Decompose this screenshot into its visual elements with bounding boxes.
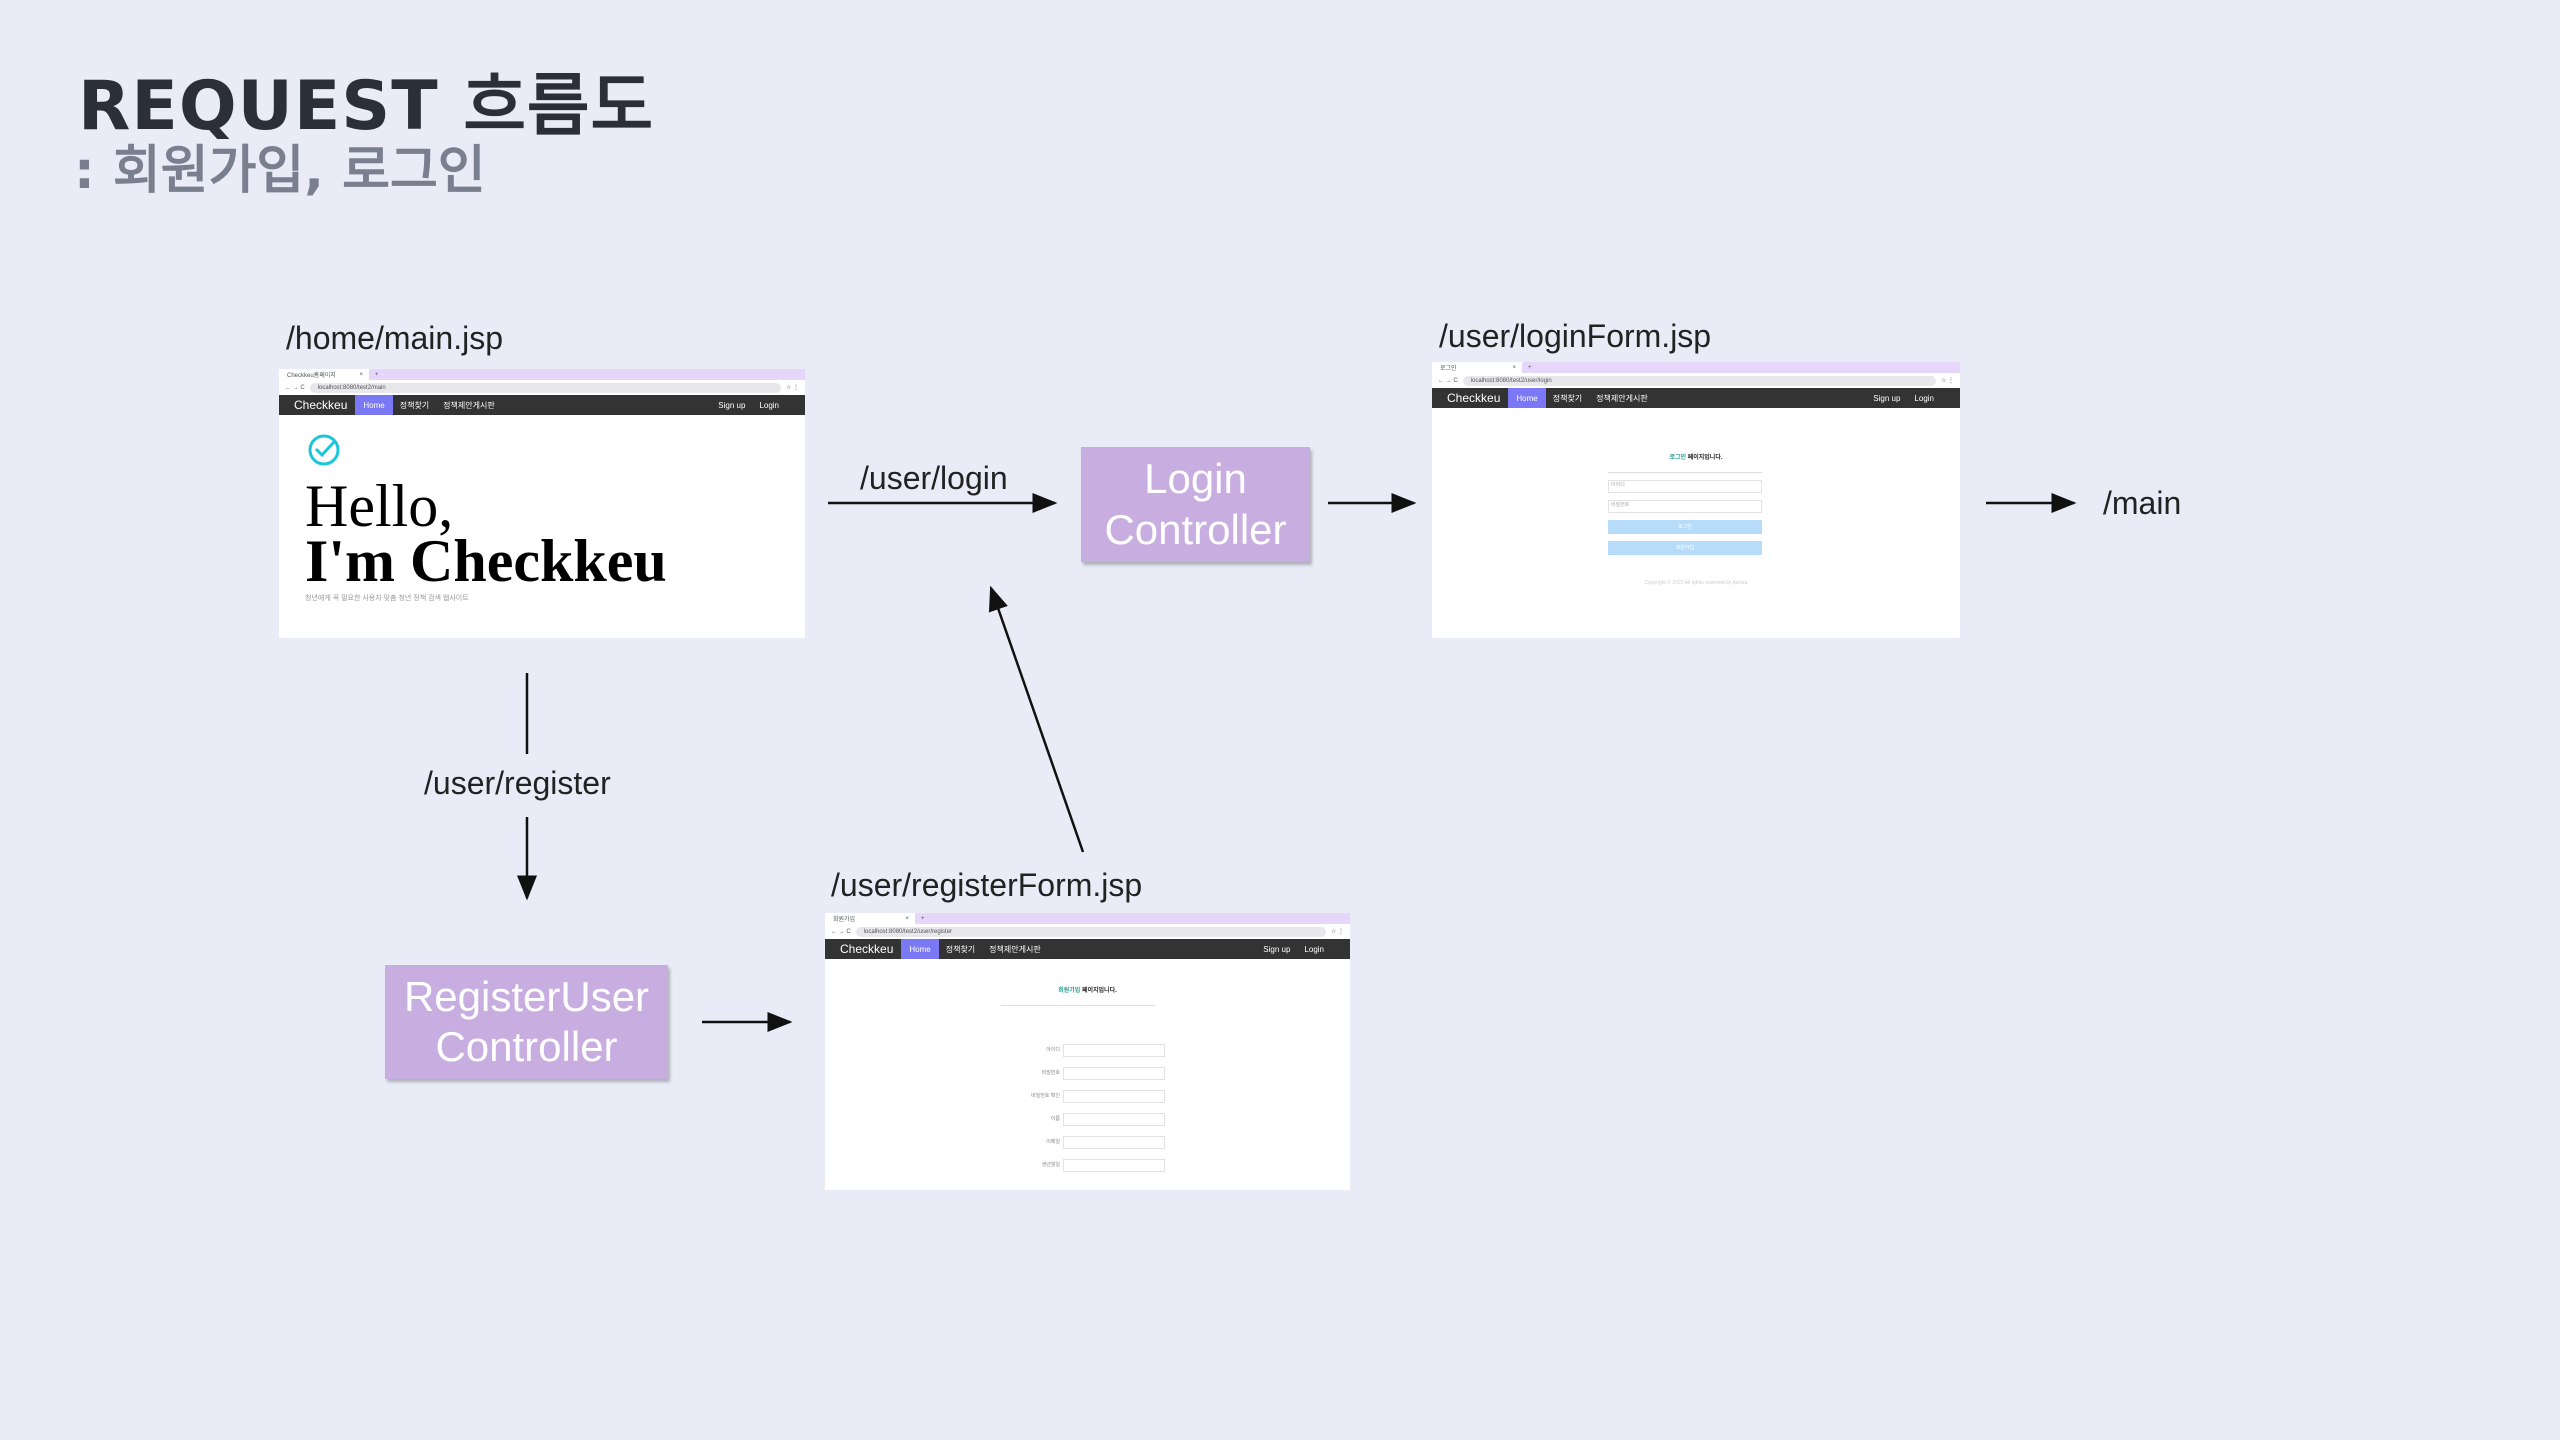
nav-login: Login [759, 400, 779, 410]
url-bar: localhost:8080/test2/main [309, 382, 781, 393]
url-bar: localhost:8080/test2/user/login [1462, 375, 1936, 386]
label-user-register: /user/register [424, 765, 611, 801]
label-user-login: /user/login [860, 460, 1008, 496]
register-name-input[interactable] [1063, 1113, 1165, 1126]
url-bar: localhost:8080/test2/user/register [855, 926, 1326, 937]
label-login-form-jsp: /user/loginForm.jsp [1439, 318, 1712, 354]
register-id-input[interactable] [1063, 1044, 1165, 1057]
login-button[interactable]: 로그인 [1608, 520, 1762, 534]
nav-board: 정책제안게시판 [1596, 393, 1648, 403]
hero-title: I'm Checkkeu [305, 528, 667, 594]
nav-board: 정책제안게시판 [989, 944, 1041, 954]
nav-policy: 정책찾기 [399, 400, 430, 410]
nav-brand: Checkkeu [840, 942, 894, 956]
register-email-input[interactable] [1063, 1136, 1165, 1149]
register-password-confirm-input[interactable] [1063, 1090, 1165, 1103]
register-password-input[interactable] [1063, 1067, 1165, 1080]
label-main: /main [2103, 485, 2182, 521]
nav-signup: Sign up [718, 400, 746, 410]
nav-board: 정책제안게시판 [443, 400, 495, 410]
check-circle-icon [308, 434, 340, 466]
register-controller-box: RegisterUser Controller [385, 965, 668, 1079]
nav-home: Home [1508, 388, 1546, 408]
label-main-jsp: /home/main.jsp [286, 320, 503, 356]
copyright: Copyright © 2021 All rights reserved by … [1644, 580, 1748, 586]
register-button[interactable]: 회원가입 [1608, 541, 1762, 555]
nav-brand: Checkkeu [1447, 391, 1501, 405]
nav-login: Login [1304, 944, 1324, 954]
page-title: REQUEST 흐름도 [78, 67, 655, 146]
password-input[interactable]: 비밀번호 [1608, 500, 1762, 513]
nav-signup: Sign up [1873, 393, 1901, 403]
nav-signup: Sign up [1263, 944, 1291, 954]
register-heading: 회원가입 페이지입니다. [1058, 988, 1117, 994]
label-register-form-jsp: /user/registerForm.jsp [831, 867, 1143, 903]
browser-tab: 로그인 [1440, 366, 1457, 372]
register-field-labels: 아이디 비밀번호 비밀번호 확인 이름 이메일 생년월일 [1031, 1047, 1060, 1168]
hero-desc: 청년에게 꼭 필요한 사용자 맞춤 청년 정책 검색 웹사이트 [305, 595, 469, 602]
arrow-registerform-to-login [988, 585, 1085, 853]
nav-policy: 정책찾기 [1552, 393, 1583, 403]
nav-login: Login [1914, 393, 1934, 403]
nav-brand: Checkkeu [294, 398, 348, 412]
nav-policy: 정책찾기 [945, 944, 976, 954]
id-input[interactable]: 아이디 [1608, 480, 1762, 493]
browser-tab: Checkkeu홈페이지 [287, 373, 336, 379]
page-subtitle: : 회원가입, 로그인 [74, 141, 486, 201]
nav-home: Home [901, 939, 939, 959]
login-heading: 로그인 페이지입니다. [1669, 455, 1723, 461]
hero-hello: Hello, [305, 473, 454, 539]
register-birthdate-input[interactable] [1063, 1159, 1165, 1172]
login-controller-box: Login Controller [1081, 447, 1310, 562]
nav-home: Home [355, 395, 393, 415]
browser-tab: 회원가입 [833, 917, 856, 923]
